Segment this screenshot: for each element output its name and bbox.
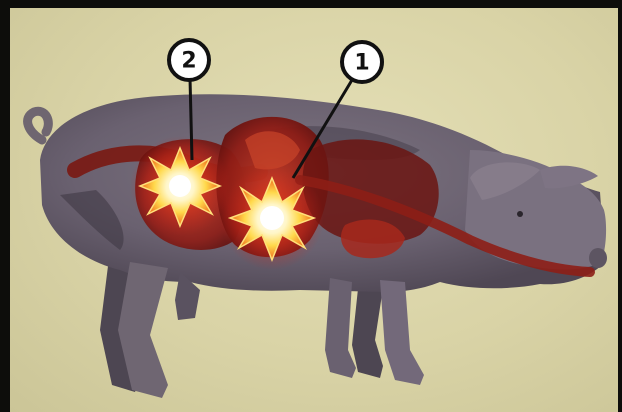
callout-2-leader-line — [190, 78, 192, 160]
callout-2-label: 2 — [181, 49, 196, 74]
pain-burst-icon — [130, 136, 230, 236]
callout-1-label: 1 — [354, 51, 369, 76]
callout-1: 1 — [342, 42, 382, 82]
callout-2: 2 — [169, 40, 209, 80]
pain-burst-icon — [220, 166, 324, 270]
